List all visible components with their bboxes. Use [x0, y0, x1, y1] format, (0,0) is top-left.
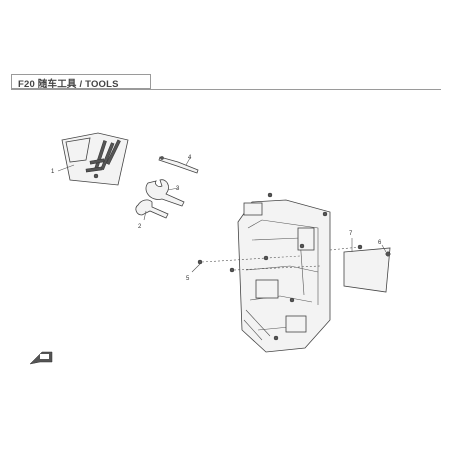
- frame-bolt-b: [322, 211, 328, 217]
- title-underline: [11, 89, 441, 90]
- handle-bar: [158, 156, 199, 174]
- callout-5: 5: [186, 276, 190, 282]
- frame-plate-low: [285, 315, 307, 333]
- plate-group: [343, 247, 391, 293]
- leader-4: [185, 157, 191, 166]
- dash-5a: [201, 255, 301, 263]
- leader-6: [381, 244, 387, 253]
- tool-item-e: [85, 166, 103, 173]
- frame-plate-mid: [255, 279, 279, 299]
- callout-3: 3: [176, 186, 180, 192]
- frame-bolt-e: [289, 297, 295, 303]
- frame-rib-4: [249, 295, 313, 303]
- callout-1: 1: [51, 169, 55, 175]
- callout-6: 6: [378, 240, 382, 246]
- nut-6b: [385, 251, 391, 257]
- leader-5: [191, 263, 201, 273]
- bolt-5b: [229, 267, 235, 273]
- front-arrow-icon: [29, 351, 53, 365]
- wrench: [135, 199, 169, 219]
- tool-kit-group: [61, 132, 129, 186]
- tool-bag-flap: [65, 137, 91, 163]
- wrench-group: [135, 199, 169, 219]
- tool-item-f: [93, 173, 99, 179]
- title-box: F20 随车工具 / TOOLS: [11, 74, 151, 90]
- bar-end: [160, 156, 164, 160]
- tool-item-d: [89, 158, 105, 165]
- bar-group: [158, 156, 199, 174]
- frame-rib-3: [245, 265, 319, 273]
- bolt-5a: [197, 259, 203, 265]
- frame-group: [237, 192, 331, 353]
- frame-hatch: [243, 309, 271, 341]
- leader-1: [57, 164, 75, 172]
- frame-rib-1: [247, 219, 319, 305]
- frame-bracket-top: [243, 202, 263, 216]
- nut-group: [329, 244, 391, 257]
- leader-2: [143, 210, 147, 221]
- callout-4: 4: [188, 155, 192, 161]
- tool-item-c: [106, 139, 121, 165]
- frame-outer: [237, 199, 331, 353]
- callout-7: 7: [349, 231, 353, 237]
- hook-spanner: [145, 179, 185, 207]
- frame-bolt-a: [267, 192, 273, 198]
- bolt-group: [197, 255, 321, 273]
- side-plate: [343, 247, 391, 293]
- dash-6: [329, 246, 361, 251]
- callout-2: 2: [138, 224, 142, 230]
- frame-bolt-f: [273, 335, 279, 341]
- spanner-group: [145, 179, 185, 207]
- leader-3: [167, 187, 179, 191]
- page-title: F20 随车工具 / TOOLS: [18, 79, 119, 90]
- frame-bolt-c: [299, 243, 305, 249]
